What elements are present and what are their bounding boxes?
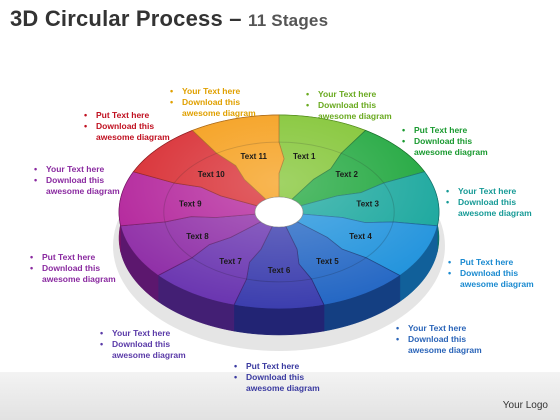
callout-line: Download this	[394, 334, 482, 345]
stage-label-4: Text 4	[349, 232, 372, 241]
logo-text: Your Logo	[502, 400, 548, 411]
stage-side-6	[233, 304, 325, 336]
stage-label-1: Text 1	[293, 152, 316, 161]
callout-line: Download this	[28, 263, 116, 274]
stage-label-7: Text 7	[219, 257, 242, 266]
callout-line: awesome diagram	[42, 274, 116, 284]
stage-label-10: Text 10	[198, 170, 226, 179]
callout-stage-11: Your Text here Download this awesome dia…	[168, 86, 256, 119]
page-title: 3D Circular Process – 11 Stages	[10, 6, 328, 32]
stage-label-6: Text 6	[268, 266, 291, 275]
callout-stage-4: Put Text here Download this awesome diag…	[446, 257, 534, 290]
callout-line: awesome diagram	[408, 345, 482, 355]
callout-line: awesome diagram	[460, 279, 534, 289]
stage-label-9: Text 9	[179, 200, 202, 209]
callout-line: awesome diagram	[318, 111, 392, 121]
callout-stage-1: Your Text here Download this awesome dia…	[304, 89, 392, 122]
callout-stage-2: Put Text here Download this awesome diag…	[400, 125, 488, 158]
callout-line: Download this	[232, 372, 320, 383]
callout-line: Put Text here	[446, 257, 534, 268]
callout-line: Download this	[168, 97, 256, 108]
callout-line: Download this	[98, 339, 186, 350]
callout-line: Put Text here	[28, 252, 116, 263]
callout-line: awesome diagram	[182, 108, 256, 118]
callout-line: Your Text here	[394, 323, 482, 334]
stage-label-8: Text 8	[186, 232, 209, 241]
callout-line: Your Text here	[168, 86, 256, 97]
title-main: 3D Circular Process	[10, 6, 223, 31]
callout-line: Your Text here	[32, 164, 120, 175]
stage-label-11: Text 11	[240, 152, 267, 161]
callout-stage-8: Put Text here Download this awesome diag…	[28, 252, 116, 285]
stage-label-5: Text 5	[316, 257, 339, 266]
title-sub: 11 Stages	[247, 11, 329, 30]
callout-stage-7: Your Text here Download this awesome dia…	[98, 328, 186, 361]
callout-line: Download this	[82, 121, 170, 132]
callout-stage-9: Your Text here Download this awesome dia…	[32, 164, 120, 197]
stage-label-2: Text 2	[335, 170, 358, 179]
callout-stage-6: Put Text here Download this awesome diag…	[232, 361, 320, 394]
callout-line: awesome diagram	[246, 383, 320, 393]
callout-line: Download this	[446, 268, 534, 279]
callout-line: awesome diagram	[46, 186, 120, 196]
callout-line: Your Text here	[98, 328, 186, 339]
title-dash: –	[222, 6, 248, 31]
callout-line: awesome diagram	[414, 147, 488, 157]
callout-stage-5: Your Text here Download this awesome dia…	[394, 323, 482, 356]
callout-line: awesome diagram	[96, 132, 170, 142]
callout-line: Download this	[400, 136, 488, 147]
callout-line: Put Text here	[232, 361, 320, 372]
callout-line: Put Text here	[400, 125, 488, 136]
callout-line: Put Text here	[82, 110, 170, 121]
callout-line: Your Text here	[304, 89, 392, 100]
center-hole	[254, 196, 304, 228]
callout-line: Your Text here	[444, 186, 532, 197]
stage-label-3: Text 3	[356, 200, 379, 209]
callout-line: awesome diagram	[112, 350, 186, 360]
callout-line: Download this	[32, 175, 120, 186]
callout-stage-10: Put Text here Download this awesome diag…	[82, 110, 170, 143]
callout-line: Download this	[304, 100, 392, 111]
callout-line: Download this	[444, 197, 532, 208]
callout-stage-3: Your Text here Download this awesome dia…	[444, 186, 532, 219]
callout-line: awesome diagram	[458, 208, 532, 218]
